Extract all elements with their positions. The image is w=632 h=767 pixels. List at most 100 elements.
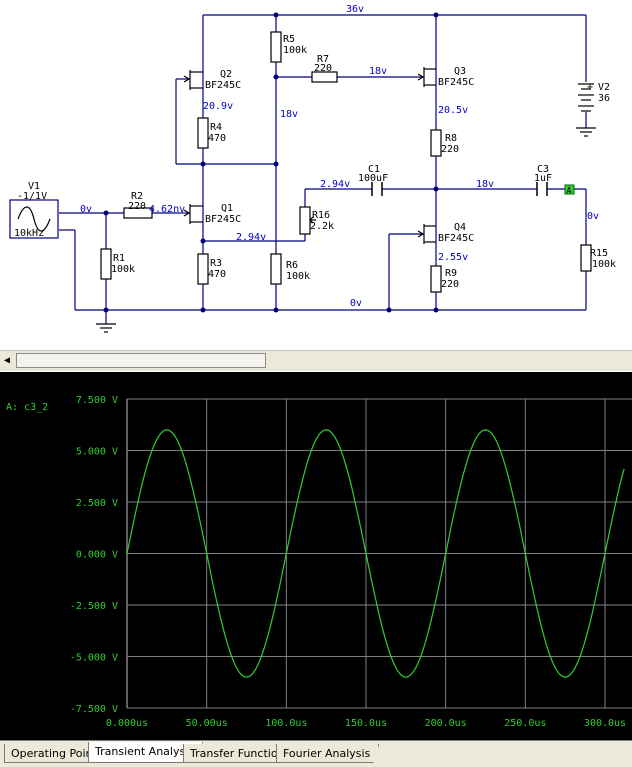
y-tick-label: 5.000 V xyxy=(76,447,118,458)
tab-operating-point[interactable]: Operating Point xyxy=(4,744,106,763)
r5-value: 100k xyxy=(283,45,307,56)
r16-value: 2.2k xyxy=(310,221,334,232)
y-tick-label: 0.000 V xyxy=(76,550,118,561)
ground-icon xyxy=(96,323,116,333)
v2-plus: + xyxy=(587,82,593,93)
v2-value: 36 xyxy=(598,93,610,104)
r7-value: 220 xyxy=(314,63,332,74)
trace-legend: A: c3_2 xyxy=(6,402,48,413)
v1-id: V1 xyxy=(28,181,40,192)
r9-id: R9 xyxy=(445,268,457,279)
resistor-r6[interactable] xyxy=(270,253,282,285)
q1-id: Q1 xyxy=(221,203,233,214)
q3-id: Q3 xyxy=(454,66,466,77)
scroll-left-arrow-icon[interactable]: ◀ xyxy=(3,355,11,366)
r6-id: R6 xyxy=(286,260,298,271)
resistor-r15[interactable] xyxy=(580,244,592,272)
r7-id: R7 xyxy=(317,54,329,65)
q2-id: Q2 xyxy=(220,69,232,80)
node-out-voltage: 0v xyxy=(587,211,599,222)
junctions xyxy=(103,12,439,313)
resistor-r7[interactable] xyxy=(311,71,338,83)
r15-value: 100k xyxy=(592,259,616,270)
tab-fourier-analysis[interactable]: Fourier Analysis xyxy=(276,744,379,763)
resistor-r8[interactable] xyxy=(430,129,442,157)
c1-value: 100uF xyxy=(358,173,388,184)
probe-a-label: A xyxy=(567,186,572,195)
r8-value: 220 xyxy=(441,144,459,155)
resistor-r4[interactable] xyxy=(197,117,209,149)
transistor-q1[interactable] xyxy=(183,204,203,224)
capacitor-c3[interactable] xyxy=(536,182,548,196)
resistor-r5[interactable] xyxy=(270,31,282,63)
q1-value: BF245C xyxy=(205,214,241,225)
node-q2-source-voltage: 20.9v xyxy=(203,101,233,112)
node-q4-drain-voltage: 18v xyxy=(476,179,494,190)
resistor-r16[interactable] xyxy=(299,206,311,235)
transistor-q2[interactable] xyxy=(183,70,203,90)
node-c1-left-voltage: 2.94v xyxy=(320,179,350,190)
capacitor-c1[interactable] xyxy=(371,182,383,196)
tab-transient-analysis[interactable]: Transient Analysis xyxy=(88,742,203,763)
r1-id: R1 xyxy=(113,253,125,264)
schematic-canvas[interactable]: A R5 100k R7 220 Q2 BF245C R4 470 R2 220… xyxy=(0,0,632,350)
r5-id: R5 xyxy=(283,34,295,45)
r8-id: R8 xyxy=(445,133,457,144)
r4-id: R4 xyxy=(210,122,222,133)
node-q1-source-voltage: 2.94v xyxy=(236,232,266,243)
x-tick-label: 0.000us xyxy=(106,718,148,729)
x-tick-label: 250.0us xyxy=(504,718,546,729)
analysis-tabs: Operating Point Transient Analysis Trans… xyxy=(0,740,632,767)
schematic-svg: A R5 100k R7 220 Q2 BF245C R4 470 R2 220… xyxy=(9,4,616,333)
r2-value: 220 xyxy=(128,201,146,212)
y-tick-label: 2.500 V xyxy=(76,498,118,509)
transistor-q4[interactable] xyxy=(417,224,436,244)
horizontal-scrollbar[interactable]: ◀ xyxy=(0,350,632,371)
c3-id: C3 xyxy=(537,164,549,175)
scrollbar-thumb[interactable] xyxy=(16,353,266,368)
v1-value: -1/1V xyxy=(17,191,47,202)
node-q1-gate-voltage: 4.62nv xyxy=(149,204,185,215)
x-tick-label: 200.0us xyxy=(425,718,467,729)
probe-a-marker[interactable] xyxy=(564,184,575,195)
r2-id: R2 xyxy=(131,191,143,202)
node-v1-out-voltage: 0v xyxy=(80,204,92,215)
r4-value: 470 xyxy=(208,133,226,144)
y-tick-label: -2.500 V xyxy=(70,601,118,612)
y-tick-label: -7.500 V xyxy=(70,704,118,715)
trace-line xyxy=(126,429,625,678)
r3-id: R3 xyxy=(210,258,222,269)
q4-id: Q4 xyxy=(454,222,466,233)
resistor-r3[interactable] xyxy=(197,253,209,285)
c3-value: 1uF xyxy=(534,173,552,184)
r16-id: R16 xyxy=(312,210,330,221)
tab-transfer-function[interactable]: Transfer Function xyxy=(183,744,294,763)
battery-v2[interactable] xyxy=(578,83,594,112)
transient-plot: 7.500 V5.000 V2.500 V0.000 V-2.500 V-5.0… xyxy=(6,395,632,729)
r15-id: R15 xyxy=(590,248,608,259)
r1-value: 100k xyxy=(111,264,135,275)
node-q3-gate-voltage: 18v xyxy=(369,66,387,77)
resistor-r9[interactable] xyxy=(430,265,442,293)
resistor-r2[interactable] xyxy=(123,207,153,219)
resistor-r1[interactable] xyxy=(100,248,112,280)
r9-value: 220 xyxy=(441,279,459,290)
node-top-voltage: 36v xyxy=(346,4,364,15)
y-tick-label: 7.500 V xyxy=(76,395,118,406)
q3-value: BF245C xyxy=(438,77,474,88)
r3-value: 470 xyxy=(208,269,226,280)
node-mid-voltage: 18v xyxy=(280,109,298,120)
q4-value: BF245C xyxy=(438,233,474,244)
ground-icon-v2 xyxy=(576,127,596,137)
q2-value: BF245C xyxy=(205,80,241,91)
x-tick-label: 150.0us xyxy=(345,718,387,729)
r6-value: 100k xyxy=(286,271,310,282)
transistor-q3[interactable] xyxy=(417,67,436,87)
node-q3-source-voltage: 20.5v xyxy=(438,105,468,116)
v2-id: V2 xyxy=(598,82,610,93)
source-v1[interactable] xyxy=(9,199,59,239)
y-tick-labels: 7.500 V5.000 V2.500 V0.000 V-2.500 V-5.0… xyxy=(70,395,118,715)
plot-grid xyxy=(126,398,632,709)
